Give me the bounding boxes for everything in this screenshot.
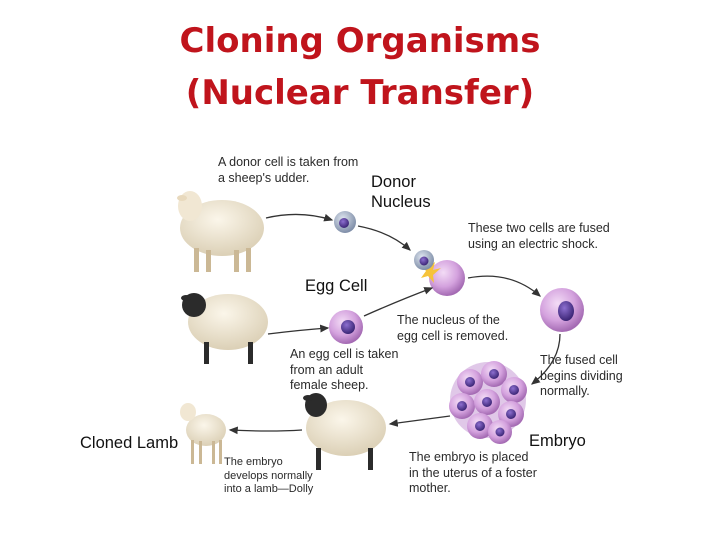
egg-cell-label: Egg Cell <box>305 276 367 296</box>
donor-cell-caption: A donor cell is taken from a sheep's udd… <box>218 155 358 186</box>
lamb-develops-caption: The embryo develops normally into a lamb… <box>224 456 313 497</box>
dividing-caption: The fused cell begins dividing normally. <box>540 353 623 400</box>
arrow-donor-to-fusion <box>358 226 410 250</box>
arrow-egg-to-fusion <box>364 288 432 316</box>
egg-taken-caption: An egg cell is taken from an adult femal… <box>290 347 398 394</box>
egg-donor-sheep <box>181 293 268 364</box>
cloned-lamb-sheep <box>180 403 226 464</box>
embryo <box>449 361 527 444</box>
donor-cell <box>334 211 356 233</box>
arrow-foster-to-lamb <box>230 430 302 431</box>
nucleus-removed-caption: The nucleus of the egg cell is removed. <box>397 313 508 344</box>
embryo-placed-caption: The embryo is placed in the uterus of a … <box>409 450 537 497</box>
arrow-sheep-to-donor-cell <box>266 214 332 220</box>
donor-sheep <box>177 191 264 272</box>
fusion-cells <box>414 250 465 296</box>
arrow-embryo-to-foster <box>390 416 450 424</box>
egg-cell <box>329 310 363 344</box>
arrow-sheep-to-egg-cell <box>268 328 328 334</box>
donor-nucleus-label: Donor Nucleus <box>371 172 431 212</box>
fused-cell <box>540 288 584 332</box>
cloned-lamb-label: Cloned Lamb <box>80 433 178 453</box>
embryo-label: Embryo <box>529 431 586 451</box>
fusion-caption: These two cells are fused using an elect… <box>468 221 610 252</box>
foster-mother-sheep <box>303 393 386 470</box>
arrow-fusion-to-fused-cell <box>468 276 540 296</box>
